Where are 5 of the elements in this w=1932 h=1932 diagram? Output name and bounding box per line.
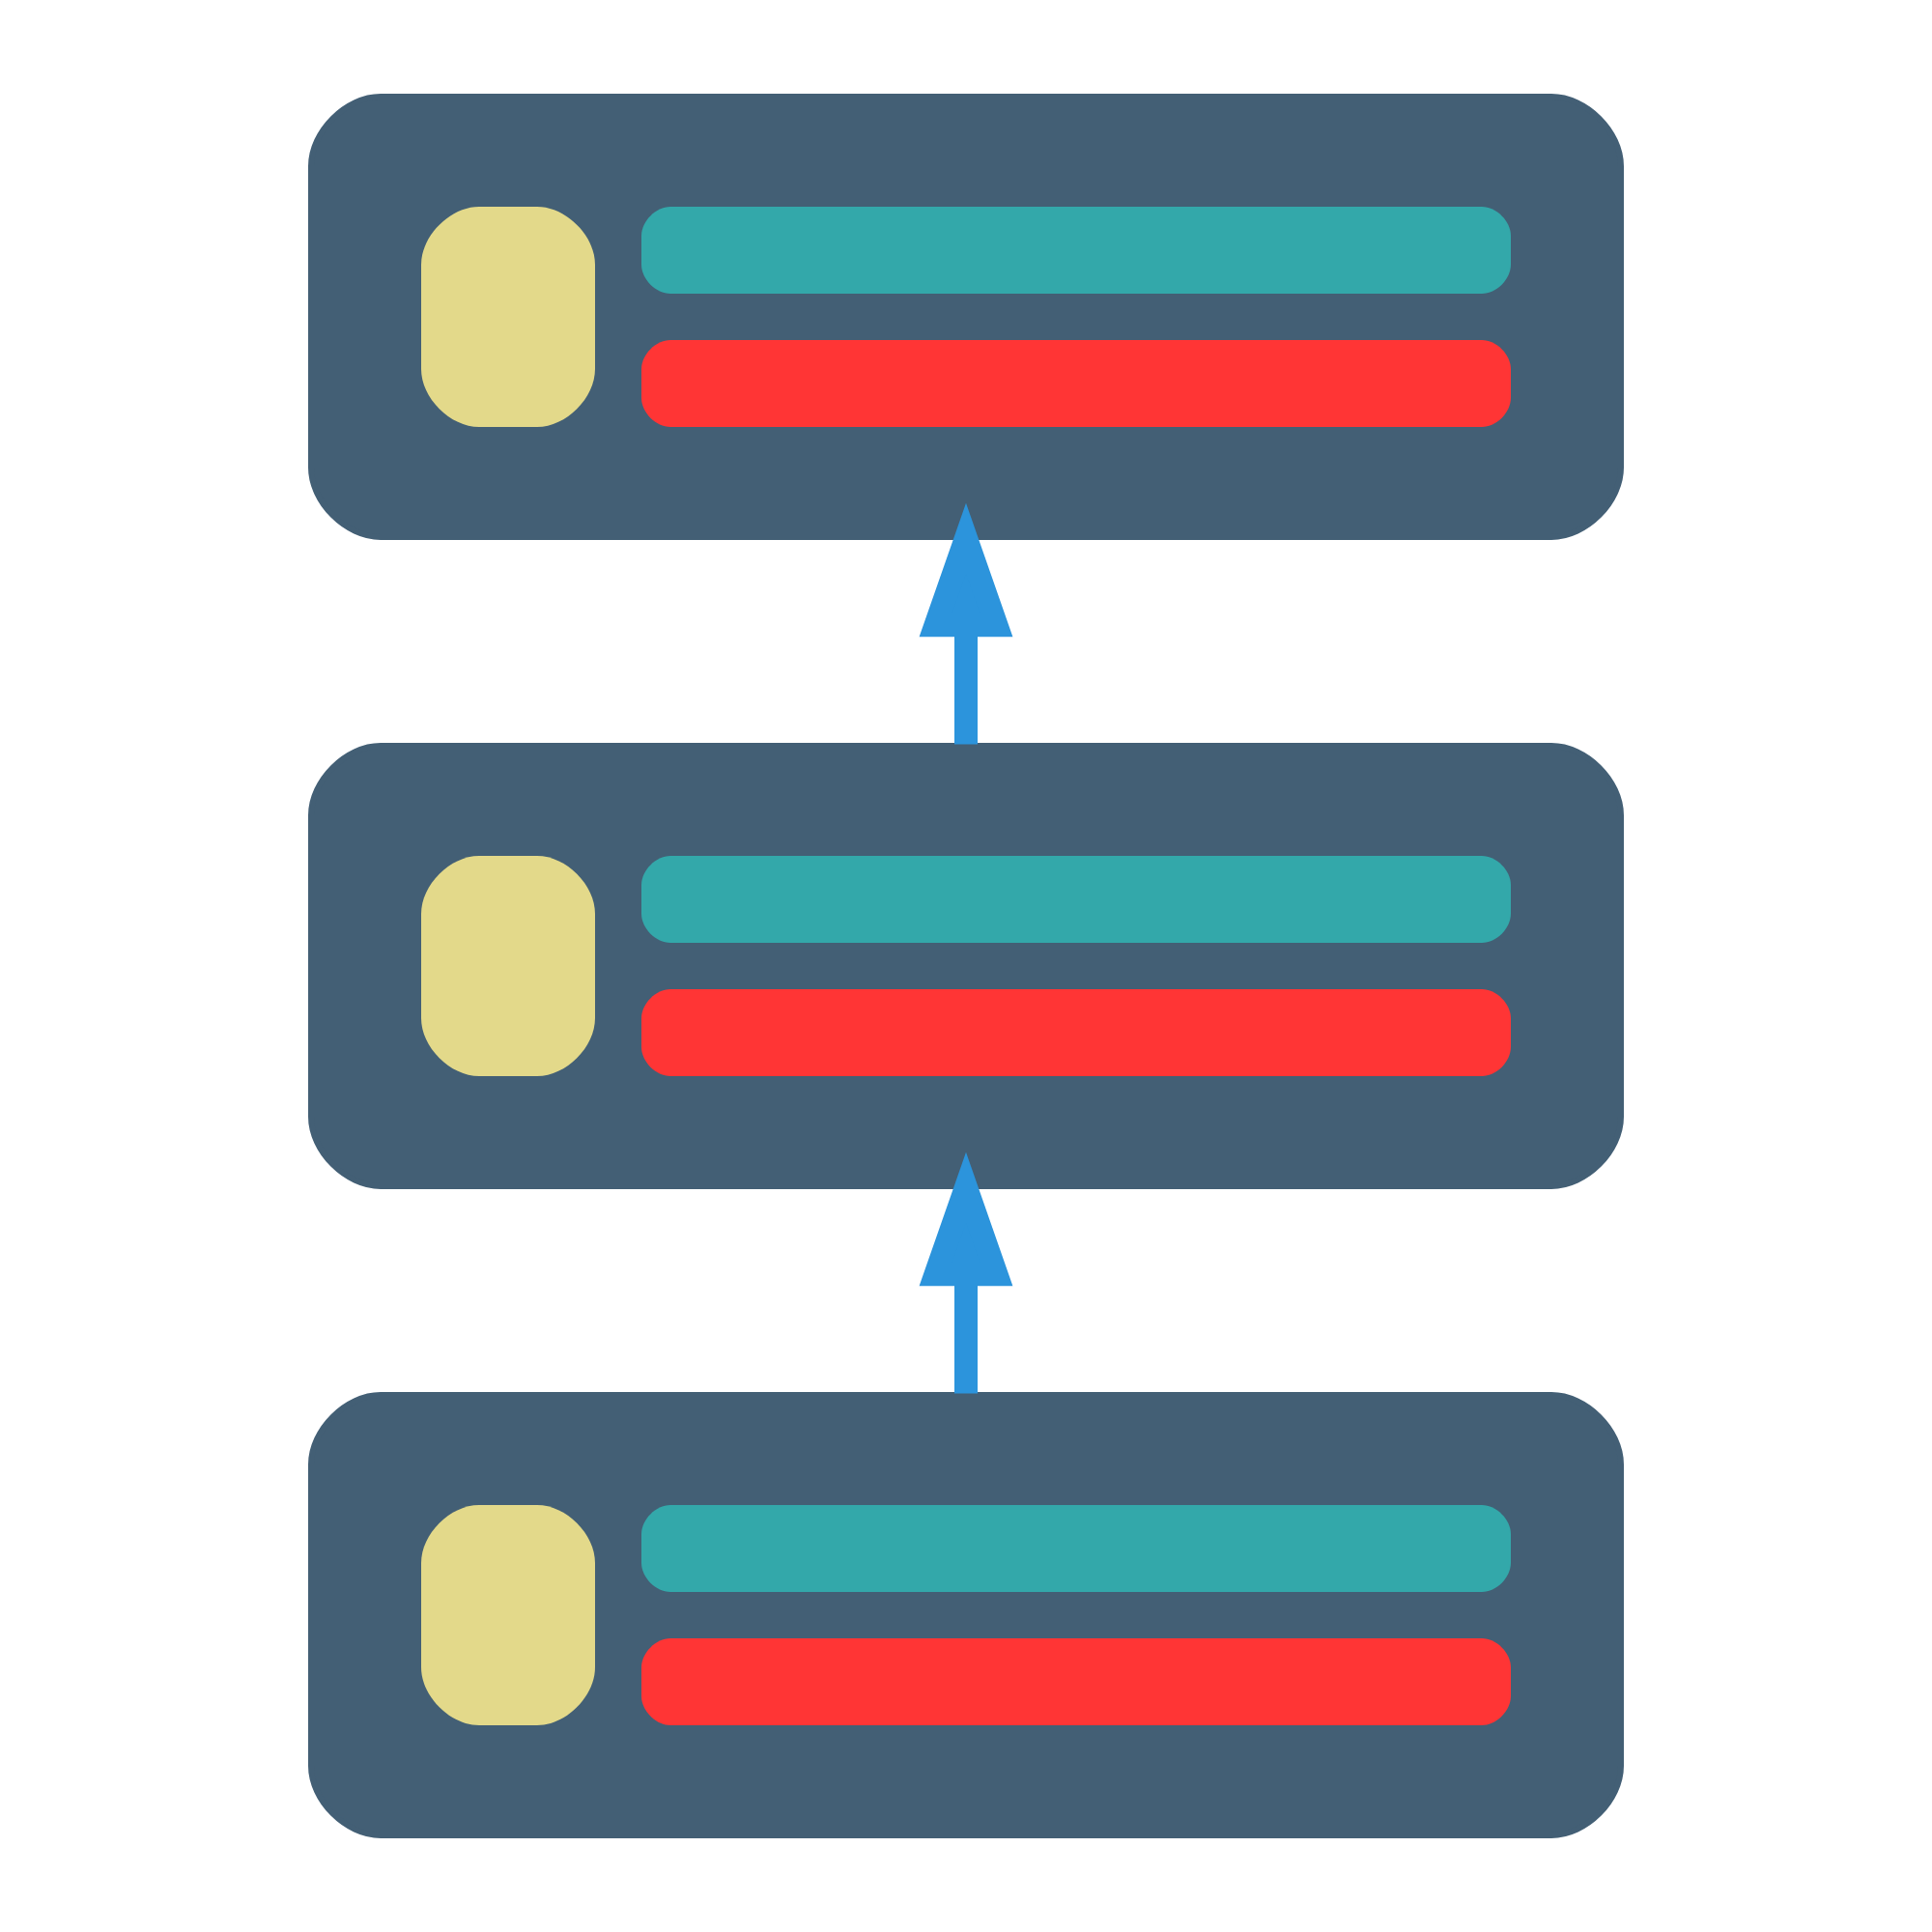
node-box: [308, 743, 1624, 1189]
node-box: [308, 1392, 1624, 1838]
arrow: [919, 502, 1013, 745]
node-box: [308, 94, 1624, 540]
arrow: [919, 1151, 1013, 1394]
